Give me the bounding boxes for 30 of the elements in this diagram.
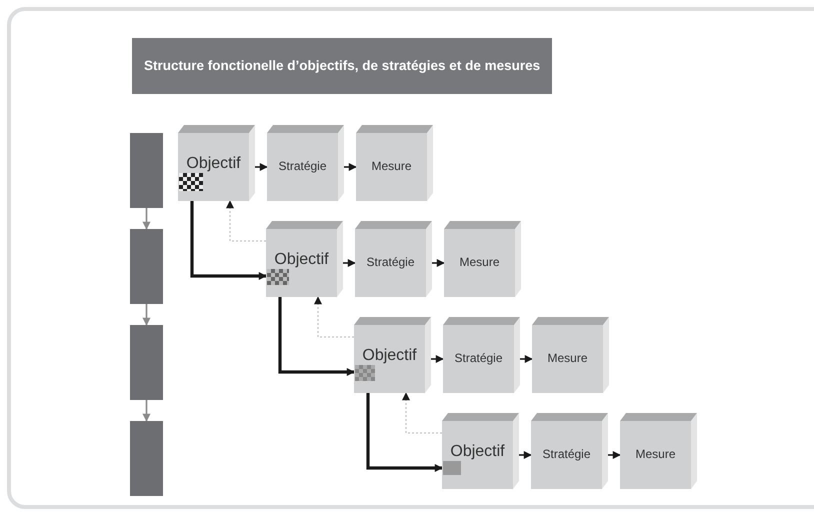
arrow xyxy=(432,259,445,267)
dotted-arrow xyxy=(402,392,442,434)
thick-arrow xyxy=(190,201,267,280)
block-label: Objectif xyxy=(449,443,506,461)
block-label: Mesure xyxy=(546,351,588,365)
arrow xyxy=(255,163,268,171)
block-label: Objectif xyxy=(185,155,242,173)
block-label: Objectif xyxy=(273,251,330,269)
thick-arrow xyxy=(278,297,355,376)
block-label: Mesure xyxy=(634,447,676,461)
block-label: Objectif xyxy=(361,347,418,365)
block-label: Stratégie xyxy=(453,351,504,365)
dotted-arrow xyxy=(314,296,354,338)
dotted-arrow xyxy=(226,200,266,242)
arrow xyxy=(344,163,357,171)
arrow xyxy=(142,400,150,422)
arrow xyxy=(431,355,444,363)
arrow xyxy=(520,355,533,363)
block-label: Stratégie xyxy=(365,255,416,269)
arrow xyxy=(519,451,532,459)
arrow xyxy=(608,451,621,459)
block-label: Stratégie xyxy=(277,159,328,173)
thick-arrow xyxy=(366,393,443,472)
arrow xyxy=(142,304,150,326)
block-label: Stratégie xyxy=(541,447,592,461)
block-label: Mesure xyxy=(458,255,500,269)
arrow xyxy=(343,259,356,267)
arrow xyxy=(142,208,150,230)
title-banner: Structure fonctionelle d’objectifs, de stratégies et de mesures xyxy=(132,38,552,94)
block-label: Mesure xyxy=(370,159,412,173)
